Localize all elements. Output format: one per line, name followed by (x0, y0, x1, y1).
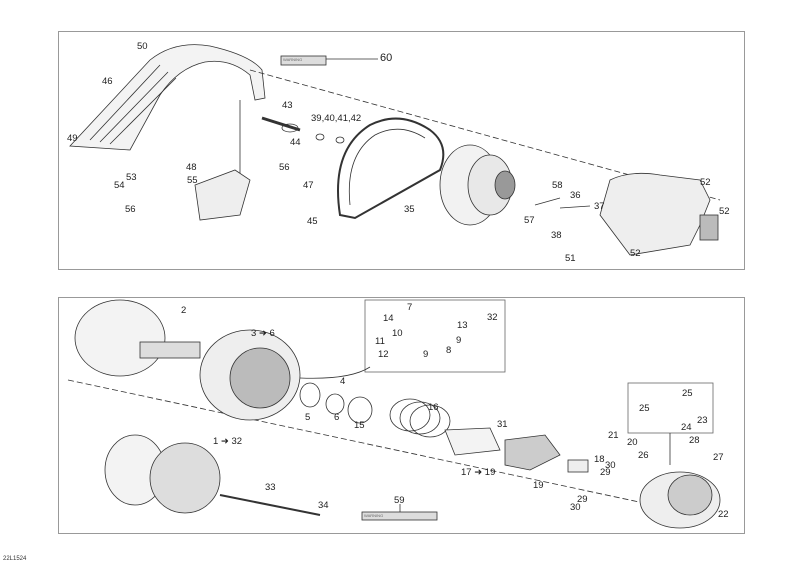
drive-belt (337, 117, 445, 220)
callout-48: 48 (186, 162, 197, 173)
callout-12: 12 (378, 349, 389, 360)
callout-14: 14 (383, 313, 394, 324)
callout-10: 10 (392, 328, 403, 339)
fixed-sheave (74, 299, 201, 377)
callout-21: 21 (608, 430, 619, 441)
driven-pulley (439, 144, 516, 226)
callout-54: 54 (114, 180, 125, 191)
callout-50: 50 (137, 41, 148, 52)
callout-33: 33 (265, 482, 276, 493)
callout-25a: 25 (639, 403, 650, 414)
callout-60: 60 (380, 52, 393, 64)
callout-17-19: 17 ➜ 19 (461, 467, 496, 478)
callout-39-42: 39,40,41,42 (311, 113, 362, 124)
callout-4: 4 (340, 376, 346, 387)
spring (389, 398, 451, 438)
callout-28: 28 (689, 435, 700, 446)
callout-5: 5 (305, 412, 311, 423)
callout-20: 20 (627, 437, 638, 448)
callout-3-6: 3 ➜ 6 (251, 328, 275, 339)
callout-9b: 9 (423, 349, 429, 360)
decal-60 (280, 55, 327, 66)
callout-13: 13 (457, 320, 468, 331)
callout-2: 2 (181, 305, 187, 316)
callout-37: 37 (594, 201, 605, 212)
callout-52c: 52 (630, 248, 641, 259)
belt-guard (69, 44, 266, 151)
callout-11: 11 (375, 336, 385, 347)
callout-27: 27 (713, 452, 724, 463)
callout-32: 32 (487, 312, 498, 323)
callout-47: 47 (303, 180, 314, 191)
callout-9a: 9 (456, 335, 462, 346)
callout-29a: 29 (600, 467, 611, 478)
callout-44: 44 (290, 137, 301, 148)
callout-46: 46 (102, 76, 113, 87)
diagram-code: 22L1524 (3, 556, 27, 562)
callout-31: 31 (497, 419, 508, 430)
callout-59: 59 (394, 495, 405, 506)
callout-38: 38 (551, 230, 562, 241)
callout-30a: 30 (605, 460, 616, 471)
callout-1-32: 1 ➜ 32 (213, 436, 243, 447)
callout-23: 23 (697, 415, 708, 426)
callout-57: 57 (524, 215, 535, 226)
callout-26: 26 (638, 450, 649, 461)
callout-43: 43 (282, 100, 293, 111)
callout-24: 24 (681, 422, 692, 433)
callout-51: 51 (565, 253, 576, 264)
callout-15: 15 (354, 420, 365, 431)
callout-52a: 52 (700, 177, 711, 188)
decal-60-text: WARNING (283, 57, 303, 62)
callout-30b: 30 (570, 502, 581, 513)
callout-56: 56 (279, 162, 290, 173)
callout-19: 19 (533, 480, 544, 491)
callout-16: 16 (428, 402, 439, 413)
top-panel-frame (58, 31, 745, 270)
callout-34: 34 (318, 500, 329, 511)
drive-pulley-assembled (104, 434, 221, 514)
decal-59 (361, 511, 438, 521)
bottom-panel-frame (58, 297, 745, 534)
callout-58: 58 (552, 180, 563, 191)
callout-22: 22 (718, 509, 729, 520)
rear-guard (599, 172, 719, 256)
callout-56b: 56 (125, 204, 136, 215)
guard-bracket (194, 169, 251, 221)
callout-8: 8 (446, 345, 452, 356)
callout-35: 35 (404, 204, 415, 215)
callout-49: 49 (67, 133, 78, 144)
spider-assembly (639, 471, 721, 529)
movable-sheave (199, 329, 301, 421)
callout-18: 18 (594, 454, 605, 465)
callout-7: 7 (407, 302, 413, 313)
decal-59-text: WARNING (364, 513, 384, 518)
callout-36: 36 (570, 190, 581, 201)
callout-45: 45 (307, 216, 318, 227)
callout-52b: 52 (719, 206, 730, 217)
callout-25b: 25 (682, 388, 693, 399)
callout-55: 55 (187, 175, 198, 186)
callout-53: 53 (126, 172, 137, 183)
callout-6: 6 (334, 412, 340, 423)
callout-29b: 29 (577, 494, 588, 505)
